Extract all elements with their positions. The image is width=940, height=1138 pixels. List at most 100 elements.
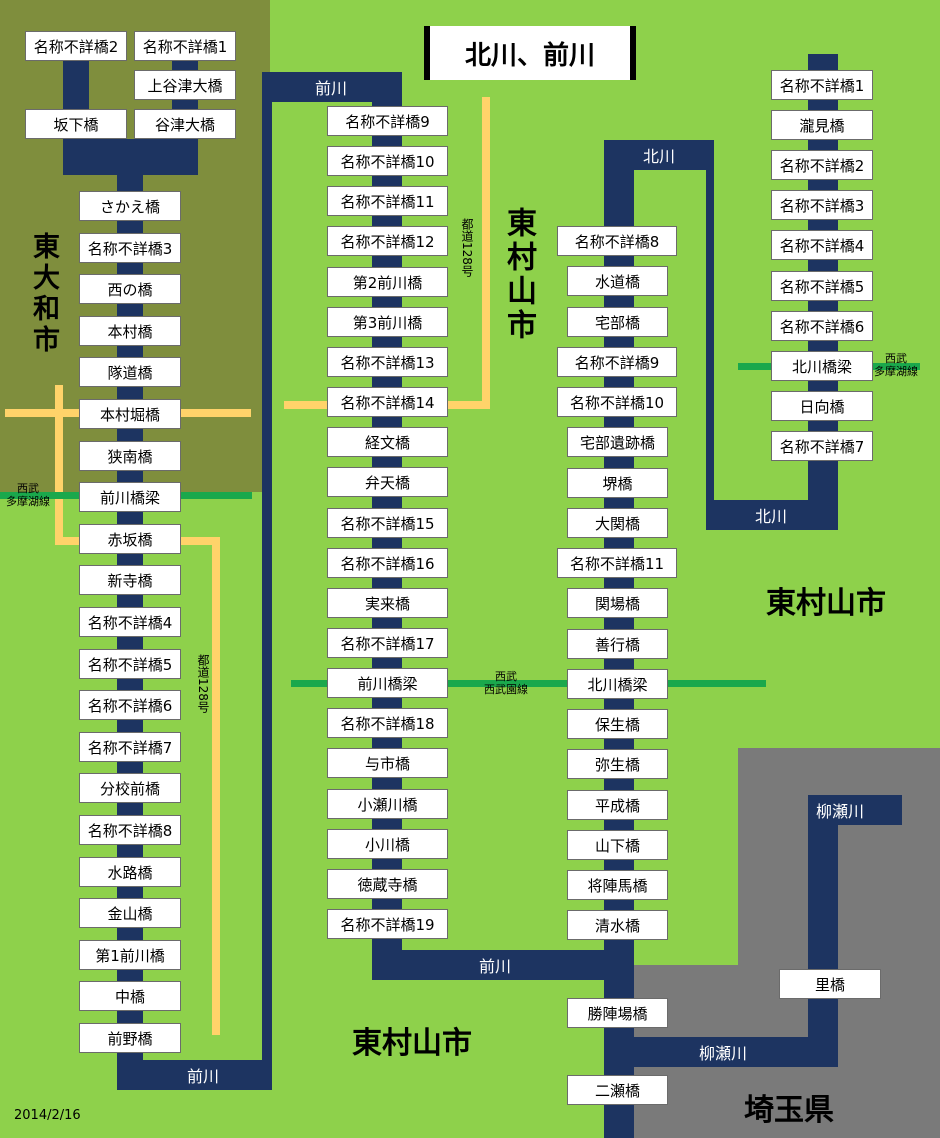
river-segment [262,72,272,1090]
river-segment [372,950,634,980]
bridge-label: 大関橋 [567,508,668,538]
bridge-label: 経文橋 [327,427,448,457]
bridge-label: 坂下橋 [25,109,127,139]
river-segment [604,1037,838,1067]
bridge-label: 名称不詳橋8 [79,815,181,845]
bridge-label: 名称不詳橋3 [771,190,873,220]
bridge-label: 勝陣場橋 [567,998,668,1028]
bridge-label: 隊道橋 [79,357,181,387]
city-higashimurayama: 東村山市 [501,207,536,343]
bridge-label: 名称不詳橋9 [557,347,677,377]
bridge-label: 瀧見橋 [771,110,873,140]
road-label: 都道128号 [196,654,210,713]
bridge-label: 名称不詳橋5 [79,649,181,679]
river-name-maekawa: 前川 [314,79,347,98]
bridge-label: 赤坂橋 [79,524,181,554]
bridge-label: 中橋 [79,981,181,1011]
bridge-label: 宅部遺跡橋 [567,427,668,457]
map-title: 北川、前川 [424,26,636,80]
bridge-label: 北川橋梁 [771,351,873,381]
bridge-label: 上谷津大橋 [134,70,236,100]
railway-label: 西武 多摩湖線 [6,482,50,508]
city-higashiyamato: 東大和市 [28,232,59,356]
bridge-label: 名称不詳橋7 [79,732,181,762]
bridge-label: 堺橋 [567,468,668,498]
bridge-label: 与市橋 [327,748,448,778]
bridge-label: 名称不詳橋6 [771,311,873,341]
bridge-label: 名称不詳橋14 [327,387,448,417]
bridge-label: 名称不詳橋18 [327,708,448,738]
bridge-label: 第3前川橋 [327,307,448,337]
road-segment [482,97,490,409]
river-name-kitakawa: 北川 [754,507,787,526]
road-segment [55,385,63,545]
bridge-label: 里橋 [779,969,881,999]
bridge-label: 名称不詳橋4 [771,230,873,260]
road-label: 都道128号 [460,218,474,277]
bridge-label: 小瀬川橋 [327,789,448,819]
bridge-label: 名称不詳橋13 [327,347,448,377]
bridge-label: 日向橋 [771,391,873,421]
bridge-label: 名称不詳橋11 [327,186,448,216]
railway-label: 西武 西武園線 [484,670,528,696]
bridge-label: 平成橋 [567,790,668,820]
bridge-label: 水道橋 [567,266,668,296]
bridge-label: 前川橋梁 [327,668,448,698]
bridge-label: 清水橋 [567,910,668,940]
bridge-label: 名称不詳橋11 [557,548,677,578]
road-segment [212,537,220,1035]
river-name-yanasegawa: 柳瀬川 [815,802,864,821]
bridge-label: 弁天橋 [327,467,448,497]
bridge-label: 関場橋 [567,588,668,618]
bridge-label: 名称不詳橋6 [79,690,181,720]
river-name-kitakawa: 北川 [642,147,675,166]
map-date: 2014/2/16 [14,1108,81,1123]
bridge-label: 保生橋 [567,709,668,739]
bridge-label: 宅部橋 [567,307,668,337]
bridge-label: 金山橋 [79,898,181,928]
river-segment [706,140,714,530]
bridge-label: 名称不詳橋4 [79,607,181,637]
bridge-label: 本村橋 [79,316,181,346]
bridge-label: 名称不詳橋7 [771,431,873,461]
river-name-maekawa: 前川 [186,1067,219,1086]
bridge-label: 谷津大橋 [134,109,236,139]
bridge-label: 名称不詳橋1 [771,70,873,100]
bridge-label: 実来橋 [327,588,448,618]
city-higashimurayama: 東村山市 [766,586,886,621]
railway-label: 西武 多摩湖線 [874,352,918,378]
river-name-yanasegawa: 柳瀬川 [698,1044,747,1063]
bridge-label: 第1前川橋 [79,940,181,970]
bridge-label: 名称不詳橋2 [771,150,873,180]
bridge-label: さかえ橋 [79,191,181,221]
river-segment [117,1060,270,1090]
bridge-label: 水路橋 [79,857,181,887]
bridge-label: 分校前橋 [79,773,181,803]
bridge-label: 名称不詳橋12 [327,226,448,256]
bridge-label: 狭南橋 [79,441,181,471]
city-higashimurayama: 東村山市 [352,1026,472,1061]
bridge-label: 名称不詳橋1 [134,31,236,61]
bridge-label: 名称不詳橋9 [327,106,448,136]
bridge-label: 名称不詳橋15 [327,508,448,538]
bridge-label: 新寺橋 [79,565,181,595]
bridge-label: 名称不詳橋17 [327,628,448,658]
prefecture-saitama: 埼玉県 [744,1093,834,1128]
railway-seibu-en [291,680,766,687]
bridge-label: 名称不詳橋8 [557,226,677,256]
river-segment [604,140,714,170]
bridge-label: 小川橋 [327,829,448,859]
bridge-label: 善行橋 [567,629,668,659]
river-segment [808,795,902,825]
river-name-maekawa: 前川 [478,957,511,976]
bridge-label: 名称不詳橋16 [327,548,448,578]
river-segment [808,795,838,1067]
bridge-label: 将陣馬橋 [567,870,668,900]
bridge-label: 二瀬橋 [567,1075,668,1105]
bridge-label: 名称不詳橋10 [557,387,677,417]
bridge-label: 前野橋 [79,1023,181,1053]
bridge-label: 名称不詳橋10 [327,146,448,176]
bridge-label: 名称不詳橋2 [25,31,127,61]
bridge-label: 北川橋梁 [567,669,668,699]
